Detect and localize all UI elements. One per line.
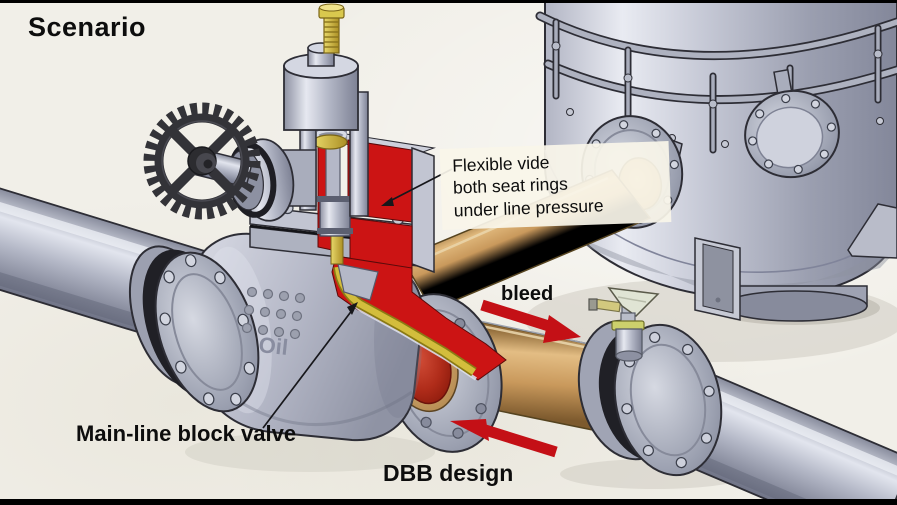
inlet-flange [128,245,260,413]
vessel-manway-flange [744,68,840,179]
letterbox-bottom [0,499,897,505]
vessel-leg-right [847,203,897,259]
wedge-seal-ribbon [334,266,476,375]
vessel-skirt [722,285,868,322]
valve-leader-line [262,302,358,429]
dbb-arrow-icon [450,419,558,458]
valve-stem [317,146,353,265]
seat-note-label: Flexible vide both seat rings under line… [439,141,672,231]
page-title: Scenario [28,12,147,42]
flange-pair [577,319,723,477]
gate-wedge [337,263,379,301]
body-cast-dots [241,286,306,340]
dbb-label: DBB design [383,460,514,486]
valve-oil-marking: Oil [257,332,289,360]
annotations [262,168,581,458]
gate-valve: Oil [128,3,507,442]
vessel-railing [535,11,897,154]
valve-yoke [283,42,369,217]
vessel-bottom-shade [560,228,897,291]
vessel-leg-front [694,237,741,321]
gland-ring [312,134,348,150]
bleed-valve-handle [607,287,660,317]
flange-front [613,323,723,477]
gear-handwheel [143,102,261,220]
bleed-valve [588,287,660,362]
gear-actuator [143,102,317,222]
threaded-stem [318,3,345,54]
bleed-arrow-icon [480,299,581,343]
letterbox-top [0,0,897,3]
bleed-label: bleed [501,283,554,305]
main-valve-label: Main-line block valve [76,421,297,446]
